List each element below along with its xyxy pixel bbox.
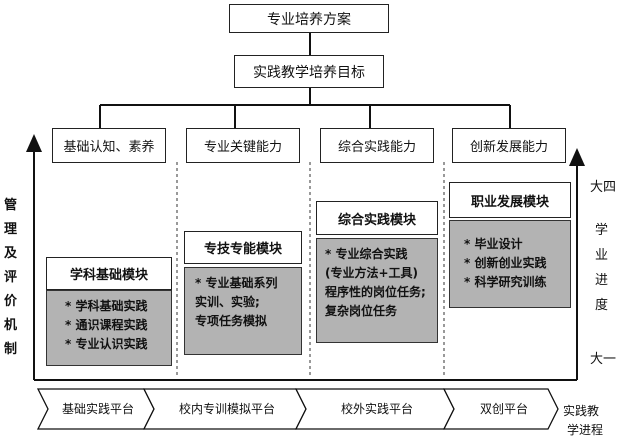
left-axis-char: 制 — [4, 342, 18, 357]
left-axis-char: 及 — [4, 246, 18, 261]
module-title: 职业发展模块 — [470, 194, 549, 210]
right-axis-char: 进 — [595, 273, 609, 288]
module-item: 程序性的岗位任务; — [325, 285, 426, 299]
right-axis-char: 业 — [595, 248, 609, 263]
module-item: * 通识课程实践 — [65, 318, 148, 332]
program-title-box: 专业培养方案 — [229, 4, 389, 33]
ability-label: 创新发展能力 — [469, 140, 548, 155]
ability-box-4: 创新发展能力 — [452, 128, 566, 163]
module-item: * 毕业设计 — [464, 237, 523, 251]
module-content-4: * 毕业设计 * 创新创业实践 * 科学研究训练 — [449, 220, 571, 308]
module-item: * 专业综合实践 — [325, 247, 408, 261]
right-axis-bottom: 大一 — [590, 352, 617, 367]
ability-box-3: 综合实践能力 — [320, 128, 434, 163]
program-title: 专业培养方案 — [267, 11, 351, 28]
goal-box: 实践教学培养目标 — [234, 55, 384, 88]
module-item: * 科学研究训练 — [464, 275, 547, 289]
module-item: 实训、实验; — [195, 295, 260, 309]
bottom-axis-line-1: 实践教 — [563, 404, 600, 418]
ability-box-1: 基础认知、素养 — [52, 128, 166, 163]
module-title: 综合实践模块 — [337, 212, 416, 228]
ability-box-2: 专业关键能力 — [186, 128, 300, 163]
bottom-axis-line-2: 学进程 — [567, 423, 604, 437]
module-item: (专业方法+工具) — [325, 266, 419, 280]
module-item: * 专业基础系列 — [195, 276, 278, 290]
module-item: 专项任务模拟 — [195, 314, 268, 328]
platform-label-3: 校外实践平台 — [340, 402, 413, 416]
right-axis-char: 学 — [595, 223, 609, 238]
module-item: * 专业认识实践 — [65, 337, 148, 351]
module-title-box-2: 专技专能模块 — [184, 231, 302, 264]
module-title-box-4: 职业发展模块 — [449, 182, 571, 218]
module-content-1: * 学科基础实践 * 通识课程实践 * 专业认识实践 — [46, 290, 172, 366]
module-title: 学科基础模块 — [69, 268, 148, 283]
module-item: * 学科基础实践 — [65, 299, 148, 313]
module-content-2: * 专业基础系列 实训、实验; 专项任务模拟 — [184, 267, 302, 355]
platform-label-2: 校内专训模拟平台 — [178, 402, 275, 416]
ability-label: 综合实践能力 — [337, 140, 416, 155]
module-title-box-1: 学科基础模块 — [46, 257, 172, 290]
right-axis-top: 大四 — [590, 180, 617, 195]
right-axis-char: 度 — [595, 298, 609, 313]
module-content-3: * 专业综合实践 (专业方法+工具) 程序性的岗位任务; 复杂岗位任务 — [316, 238, 438, 343]
module-title-box-3: 综合实践模块 — [316, 201, 438, 235]
platform-label-4: 双创平台 — [479, 402, 528, 416]
platform-label-1: 基础实践平台 — [61, 402, 134, 416]
platform-chevron-4 — [442, 388, 559, 430]
ability-label: 专业关键能力 — [203, 140, 282, 155]
ability-label: 基础认知、素养 — [63, 140, 155, 155]
left-axis-char: 管 — [4, 198, 18, 213]
left-axis-char: 价 — [4, 294, 18, 309]
left-axis-char: 机 — [4, 318, 18, 333]
module-title: 专技专能模块 — [203, 242, 282, 257]
module-item: 复杂岗位任务 — [325, 304, 398, 318]
left-axis-char: 理 — [4, 222, 18, 237]
module-item: * 创新创业实践 — [464, 256, 547, 270]
left-axis-char: 评 — [4, 270, 18, 285]
goal-title: 实践教学培养目标 — [253, 64, 365, 81]
